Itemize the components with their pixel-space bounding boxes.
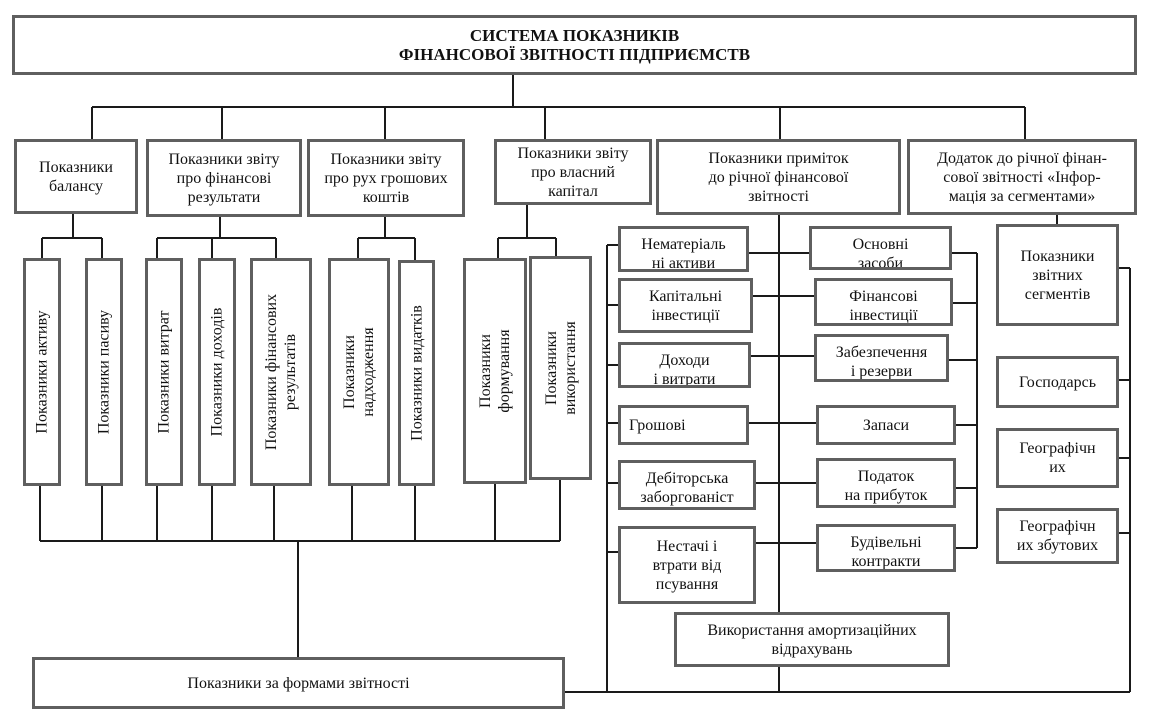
formation-indicators-label: Показники формування [477, 329, 513, 413]
income-expenses-box: Доходи і витрати [618, 342, 751, 388]
geographic-segments-box: Географічн их [996, 428, 1119, 488]
incomes-indicators-label: Показники доходів [208, 307, 226, 437]
outflow-indicators-box: Показники видатків [398, 260, 435, 486]
balance-indicators-box: Показники балансу [14, 139, 138, 214]
provisions-reserves-box: Забезпечення і резерви [814, 334, 949, 382]
intangible-assets-box: Нематеріаль ні активи [618, 226, 749, 272]
inflow-indicators-label: Показники надходження [341, 327, 377, 417]
equity-indicators-box: Показники звіту про власний капітал [494, 139, 652, 205]
title-line-1: СИСТЕМА ПОКАЗНИКІВ [469, 26, 680, 45]
amortization-usage-box: Використання амортизаційних відрахувань [674, 612, 950, 667]
usage-indicators-label: Показники використання [542, 321, 579, 415]
title-line-2: ФІНАНСОВОЇ ЗВІТНОСТІ ПІДПРИЄМСТВ [398, 45, 751, 64]
income-tax-box: Податок на прибуток [816, 458, 956, 508]
fin-results-indicators-box: Показники фінансових результатів [250, 258, 312, 486]
assets-indicators-label: Показники активу [33, 310, 51, 434]
fin-results-indicators-label: Показники фінансових результатів [263, 293, 299, 451]
inventory-box: Запаси [816, 405, 956, 445]
fixed-assets-box: Основні засоби [809, 226, 952, 270]
capital-investments-box: Капітальні інвестиції [618, 278, 753, 333]
expenses-indicators-box: Показники витрат [145, 258, 183, 486]
income-statement-indicators-box: Показники звіту про фінансові результати [146, 139, 302, 217]
shortages-losses-box: Нестачі і втрати від псування [618, 526, 756, 604]
liabilities-indicators-box: Показники пасиву [85, 258, 123, 486]
inflow-indicators-box: Показники надходження [328, 258, 390, 486]
assets-indicators-box: Показники активу [23, 258, 61, 486]
notes-indicators-box: Показники приміток до річної фінансової … [656, 139, 901, 215]
segments-appendix-box: Додаток до річної фінан- сової звітності… [907, 139, 1137, 215]
reporting-segments-box: Показники звітних сегментів [996, 224, 1119, 326]
formation-indicators-box: Показники формування [463, 258, 527, 484]
liabilities-indicators-label: Показники пасиву [95, 309, 113, 435]
usage-indicators-box: Показники використання [529, 256, 592, 480]
report-forms-indicators-box: Показники за формами звітності [32, 657, 565, 709]
diagram-title: СИСТЕМА ПОКАЗНИКІВ ФІНАНСОВОЇ ЗВІТНОСТІ … [12, 15, 1137, 75]
construction-contracts-box: Будівельні контракти [816, 524, 956, 572]
financial-investments-box: Фінансові інвестиції [814, 278, 953, 326]
receivables-box: Дебіторська заборгованіст [618, 460, 756, 510]
expenses-indicators-label: Показники витрат [155, 310, 173, 434]
cash-box: Грошові [618, 405, 749, 445]
incomes-indicators-box: Показники доходів [198, 258, 236, 486]
outflow-indicators-label: Показники видатків [408, 305, 425, 441]
geographic-sales-segments-box: Географічн их збутових [996, 508, 1119, 564]
cash-flow-indicators-box: Показники звіту про рух грошових коштів [307, 139, 465, 217]
business-segments-box: Господарсь [996, 356, 1119, 408]
